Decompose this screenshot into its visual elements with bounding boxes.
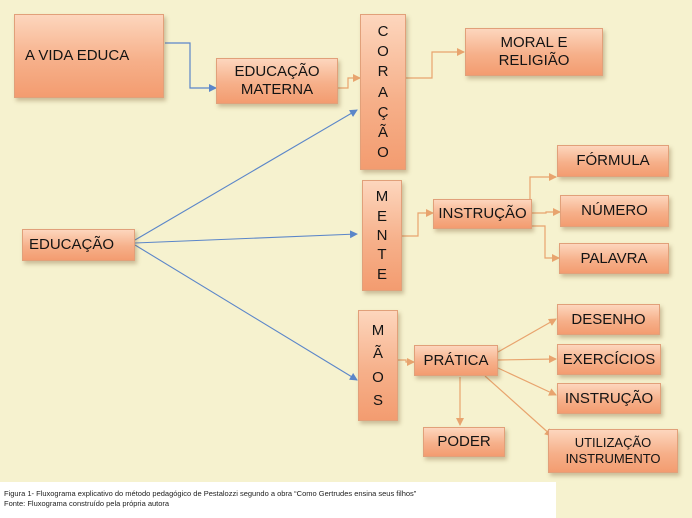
- node-coracao: C O R A Ç Ã O: [360, 14, 406, 170]
- connector-pratica-to-exercicios: [497, 355, 557, 364]
- node-numero-label: NÚMERO: [581, 202, 648, 219]
- connector-educacao-to-coracao: [134, 109, 358, 241]
- node-moral-e-religiao-line2: RELIGIÃO: [498, 52, 570, 69]
- node-educacao-materna: EDUCAÇÃO MATERNA: [216, 58, 338, 104]
- node-exercicios: EXERCÍCIOS: [557, 344, 661, 375]
- node-utilizacao-line2: INSTRUMENTO: [565, 451, 661, 466]
- node-moral-e-religiao: MORAL E RELIGIÃO: [465, 28, 603, 76]
- node-educacao: EDUCAÇÃO: [22, 229, 135, 261]
- figure-caption: Figura 1- Fluxograma explicativo do méto…: [0, 482, 556, 518]
- node-educacao-materna-line2: MATERNA: [240, 81, 314, 98]
- node-formula: FÓRMULA: [557, 145, 669, 177]
- node-a-vida-educa-label: A VIDA EDUCA: [25, 47, 130, 64]
- node-educacao-label: EDUCAÇÃO: [29, 236, 115, 253]
- node-a-vida-educa: A VIDA EDUCA: [14, 14, 164, 98]
- node-maos-letter-3: O: [372, 368, 384, 386]
- connector-vida-to-materna: [165, 42, 217, 92]
- node-maos-letter-2: Ã: [372, 345, 383, 363]
- node-mente-letter-2: E: [376, 207, 387, 225]
- connector-maos-to-pratica: [398, 358, 415, 366]
- node-mente-letter-1: M: [375, 188, 389, 206]
- node-numero: NÚMERO: [560, 195, 669, 227]
- node-instrucao-pratica: INSTRUÇÃO: [557, 383, 661, 414]
- node-pratica-label: PRÁTICA: [423, 351, 489, 369]
- node-maos: M Ã O S: [358, 310, 398, 421]
- node-instrucao-pratica-label: INSTRUÇÃO: [564, 389, 654, 407]
- connector-instrucao-to-numero: [532, 208, 561, 216]
- connector-materna-to-coracao: [338, 74, 361, 89]
- node-utilizacao-instrumento: UTILIZAÇÃO INSTRUMENTO: [548, 429, 678, 473]
- node-palavra-label: PALAVRA: [580, 249, 648, 267]
- node-mente-letter-5: E: [376, 265, 387, 283]
- connector-educacao-to-mente: [134, 230, 358, 244]
- connector-instrucao-to-formula: [515, 173, 557, 201]
- node-coracao-letter-5: Ç: [377, 103, 389, 121]
- node-instrucao-mente-label: INSTRUÇÃO: [438, 205, 527, 222]
- node-coracao-letter-3: R: [377, 63, 389, 81]
- node-exercicios-label: EXERCÍCIOS: [562, 350, 656, 368]
- connector-instrucao-to-palavra: [532, 225, 560, 262]
- node-coracao-letter-4: A: [377, 83, 388, 101]
- node-coracao-letter-2: O: [377, 43, 389, 61]
- node-poder-label: PODER: [437, 433, 491, 450]
- node-maos-letter-4: S: [372, 391, 383, 409]
- node-instrucao-mente: INSTRUÇÃO: [433, 199, 532, 229]
- node-mente: M E N T E: [362, 180, 402, 291]
- node-poder: PODER: [423, 427, 505, 457]
- connector-educacao-to-maos: [134, 244, 358, 381]
- node-maos-letter-1: M: [371, 322, 385, 340]
- caption-source-text: Fonte: Fluxograma construído pela própri…: [4, 499, 170, 509]
- node-desenho-label: DESENHO: [571, 310, 646, 328]
- node-mente-letter-4: T: [377, 246, 387, 264]
- connector-coracao-to-moral: [406, 48, 465, 79]
- node-desenho: DESENHO: [557, 304, 660, 335]
- connector-pratica-to-desenho: [497, 318, 557, 353]
- node-palavra: PALAVRA: [559, 243, 669, 274]
- node-utilizacao-line1: UTILIZAÇÃO: [574, 435, 652, 451]
- connector-mente-to-instrucao: [402, 209, 434, 237]
- node-moral-e-religiao-line1: MORAL E: [500, 34, 568, 51]
- node-mente-letter-3: N: [376, 226, 388, 244]
- node-formula-label: FÓRMULA: [576, 152, 650, 169]
- caption-figure-text: Figura 1- Fluxograma explicativo do méto…: [4, 489, 417, 498]
- node-coracao-letter-7: O: [377, 143, 389, 161]
- node-educacao-materna-line1: EDUCAÇÃO: [234, 63, 320, 80]
- node-pratica: PRÁTICA: [414, 345, 498, 376]
- node-coracao-letter-6: Ã: [377, 123, 388, 141]
- connector-pratica-to-instrucao: [497, 367, 557, 396]
- node-coracao-letter-1: C: [377, 23, 389, 41]
- connector-pratica-to-utilizacao: [484, 375, 553, 437]
